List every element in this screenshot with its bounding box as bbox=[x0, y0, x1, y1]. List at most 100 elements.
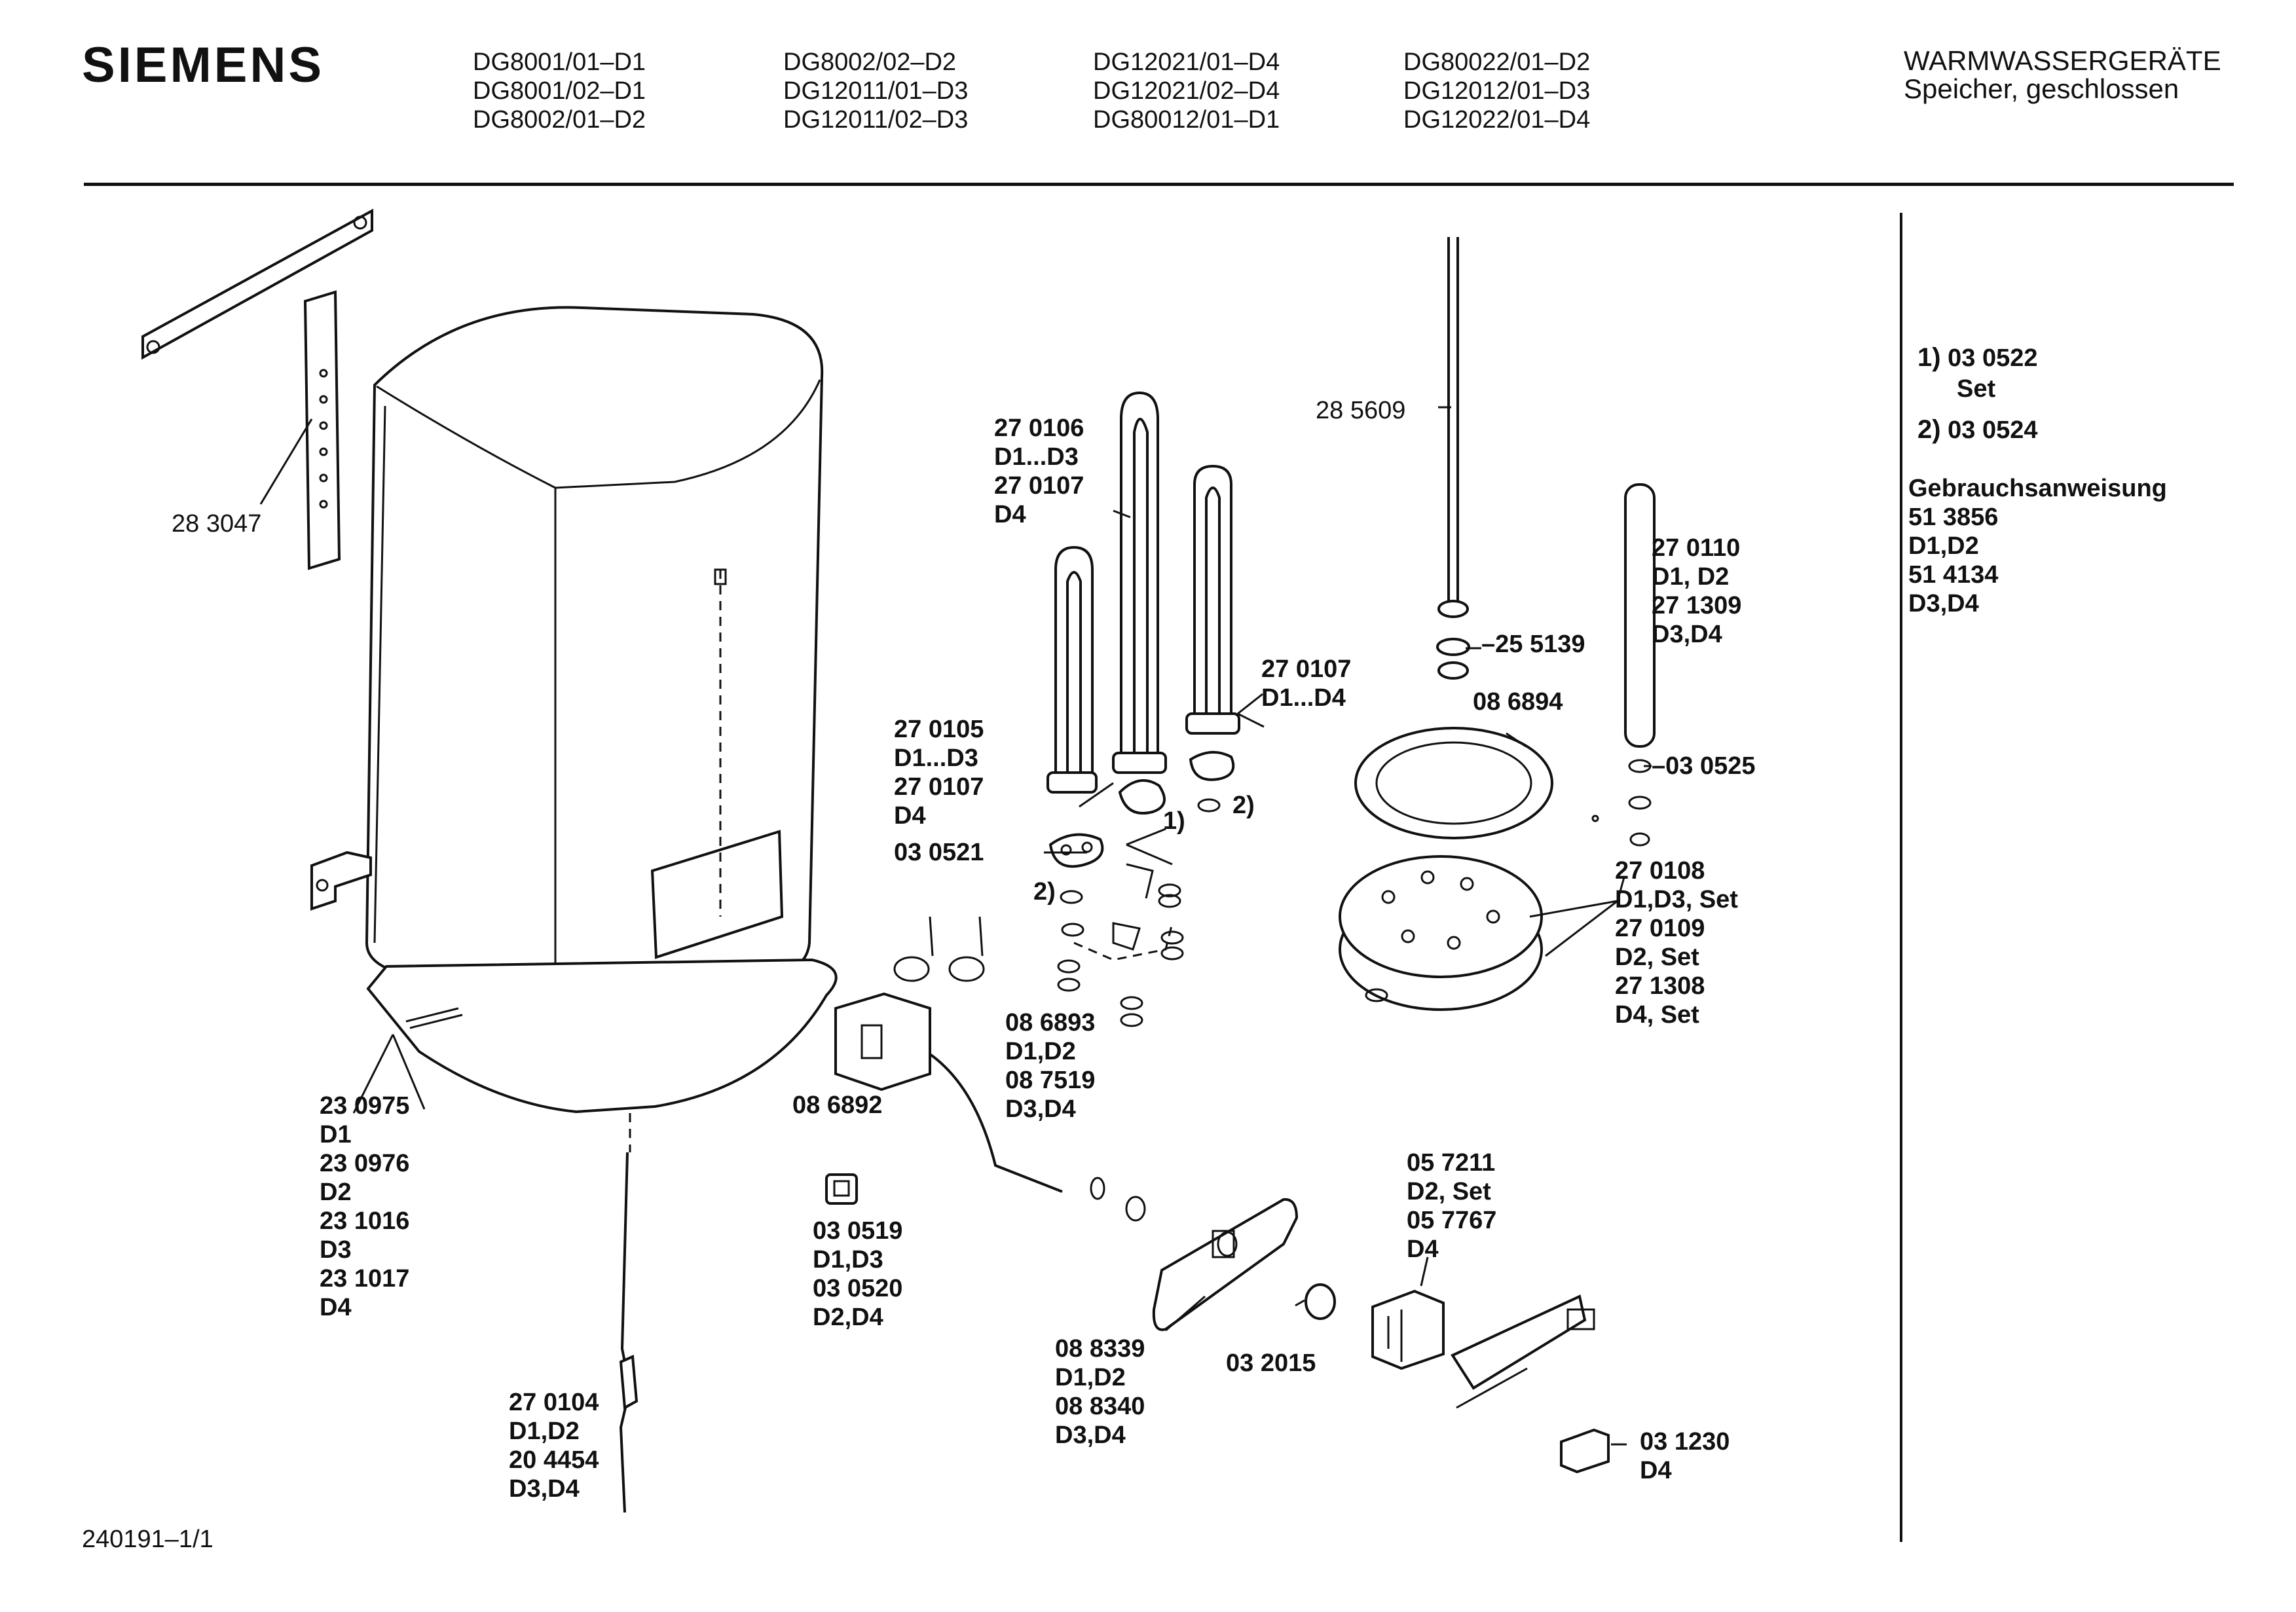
variant-code: D4 bbox=[894, 802, 926, 830]
part-number: 27 0105 bbox=[894, 716, 984, 743]
part-number: 20 4454 bbox=[509, 1446, 599, 1474]
relay-unit bbox=[1371, 1289, 1445, 1370]
part-number: 23 1017 bbox=[320, 1265, 410, 1292]
category-title: WARMWASSERGERÄTE bbox=[1904, 45, 2221, 76]
water-heater-tank bbox=[365, 306, 824, 983]
manual-variant: D3,D4 bbox=[1908, 590, 1979, 617]
manual-heading: Gebrauchsanweisung bbox=[1908, 475, 2167, 502]
terminal-board bbox=[1451, 1294, 1595, 1409]
brand-logo: SIEMENS bbox=[82, 37, 325, 93]
label-lamp: 03 0519 D1,D3 03 0520 D2,D4 bbox=[813, 1217, 902, 1332]
note-1-number: 1) bbox=[1917, 343, 1941, 372]
label-flange: 27 0108 D1,D3, Set 27 0109 D2, Set 27 13… bbox=[1615, 856, 1738, 1029]
part-number: 08 7519 bbox=[1005, 1067, 1096, 1094]
part-number: 27 0107 bbox=[994, 472, 1084, 500]
variant-code: D1,D2 bbox=[1055, 1364, 1126, 1391]
part-number: 08 8339 bbox=[1055, 1335, 1145, 1363]
indicator-lamp bbox=[825, 1173, 858, 1205]
label-marker-2: 2) bbox=[1033, 878, 1056, 906]
label-panel: 08 8339 D1,D2 08 8340 D3,D4 bbox=[1055, 1334, 1145, 1450]
part-number: 08 6893 bbox=[1005, 1009, 1096, 1036]
label-heater-b: 27 0105 D1...D3 27 0107 D4 bbox=[894, 715, 984, 830]
model-number: DG12021/02–D4 bbox=[1093, 77, 1280, 105]
part-number: 27 0108 bbox=[1615, 857, 1705, 885]
model-number: DG12011/02–D3 bbox=[783, 106, 969, 134]
model-number: DG8002/01–D2 bbox=[473, 106, 646, 134]
part-number: 27 0107 bbox=[1261, 655, 1352, 683]
label-heater-c: 27 0107 D1...D4 bbox=[1261, 655, 1351, 712]
variant-code: D4, Set bbox=[1615, 1001, 1699, 1029]
label-bracket: 28 3047 bbox=[172, 510, 262, 538]
label-knob: 03 2015 bbox=[1226, 1349, 1316, 1377]
model-number: DG80012/01–D1 bbox=[1093, 106, 1280, 134]
manual-variant: D1,D2 bbox=[1908, 532, 1979, 560]
manual-list: 51 3856 D1,D2 51 4134 D3,D4 bbox=[1908, 503, 1998, 618]
sensor-cable bbox=[929, 1053, 1146, 1222]
part-number: 03 0520 bbox=[813, 1275, 903, 1302]
label-marker-2: 2) bbox=[1232, 792, 1255, 819]
label-sensor: 08 6893 D1,D2 08 7519 D3,D4 bbox=[1005, 1008, 1095, 1124]
anode-rod bbox=[1436, 237, 1470, 680]
part-number: 03 0519 bbox=[813, 1217, 903, 1245]
label-cable: 27 0104 D1,D2 20 4454 D3,D4 bbox=[509, 1388, 599, 1503]
note-2-number: 2) bbox=[1917, 415, 1941, 444]
rocker-switch bbox=[1560, 1428, 1610, 1474]
variant-code: D1, D2 bbox=[1652, 563, 1730, 591]
note-1-sub: Set bbox=[1957, 375, 1996, 403]
variant-code: D3,D4 bbox=[1055, 1421, 1126, 1449]
model-list-col-1: DG8001/01–D1 DG8001/02–D1 DG8002/01–D2 bbox=[473, 48, 646, 134]
part-number: 27 0106 bbox=[994, 414, 1084, 442]
variant-code: D1 bbox=[320, 1121, 352, 1148]
variant-code: D4 bbox=[1407, 1236, 1439, 1263]
model-list-col-4: DG80022/01–D2 DG12012/01–D3 DG12022/01–D… bbox=[1403, 48, 1590, 134]
label-heater-a: 27 0106 D1...D3 27 0107 D4 bbox=[994, 414, 1084, 529]
part-number: 27 0104 bbox=[509, 1389, 599, 1416]
variant-code: D1,D2 bbox=[509, 1418, 580, 1445]
model-number: DG8001/01–D1 bbox=[473, 48, 646, 76]
control-knob bbox=[1295, 1283, 1336, 1320]
label-gasket: 08 6894 bbox=[1473, 688, 1563, 716]
variant-code: D1...D4 bbox=[1261, 684, 1346, 712]
model-list-col-2: DG8002/02–D2 DG12011/01–D3 DG12011/02–D3 bbox=[783, 48, 968, 134]
small-washers bbox=[1057, 798, 1221, 1027]
heating-element-a bbox=[1112, 391, 1167, 815]
note-2-part: 03 0524 bbox=[1948, 416, 2038, 444]
bottom-cover-tray bbox=[352, 958, 838, 1114]
part-number: 23 0976 bbox=[320, 1150, 410, 1177]
variant-code: D3,D4 bbox=[1652, 621, 1722, 648]
manual-part-number: 51 4134 bbox=[1908, 561, 1999, 589]
model-number: DG8002/02–D2 bbox=[783, 48, 957, 76]
part-number: 27 0109 bbox=[1615, 915, 1705, 942]
variant-code: D4 bbox=[994, 501, 1026, 528]
document-id: 240191–1/1 bbox=[82, 1526, 213, 1553]
header-divider bbox=[84, 183, 2234, 186]
part-number: 05 7767 bbox=[1407, 1207, 1497, 1234]
label-thermostat: 08 6892 bbox=[792, 1091, 883, 1119]
variant-code: D2, Set bbox=[1615, 943, 1699, 971]
leader-lines bbox=[1044, 509, 1652, 1446]
label-anode-rod: 28 5609 bbox=[1316, 397, 1406, 424]
seal-plate bbox=[1048, 833, 1104, 868]
part-number: 27 1308 bbox=[1615, 972, 1705, 1000]
model-number: DG12011/01–D3 bbox=[783, 77, 969, 105]
variant-code: D1,D3, Set bbox=[1615, 886, 1738, 913]
gasket-ring bbox=[1354, 727, 1553, 839]
cable-assembly bbox=[619, 1152, 639, 1513]
model-list-col-3: DG12021/01–D4 DG12021/02–D4 DG80012/01–D… bbox=[1093, 48, 1280, 134]
part-number: 27 0110 bbox=[1652, 534, 1741, 562]
variant-code: D1...D3 bbox=[894, 744, 978, 772]
label-anode-b: 27 0110 D1, D2 27 1309 D3,D4 bbox=[1652, 534, 1741, 649]
side-mount-tab bbox=[310, 851, 372, 911]
variant-code: D2, Set bbox=[1407, 1178, 1491, 1205]
variant-code: D3,D4 bbox=[1005, 1095, 1076, 1123]
control-panel bbox=[1152, 1198, 1299, 1331]
model-number: DG12021/01–D4 bbox=[1093, 48, 1280, 76]
label-switch-variant: D4 bbox=[1640, 1457, 1672, 1484]
model-number: DG8001/02–D1 bbox=[473, 77, 646, 105]
wall-bracket-strip bbox=[141, 208, 373, 360]
variant-code: D1...D3 bbox=[994, 443, 1079, 471]
variant-code: D1,D2 bbox=[1005, 1038, 1076, 1065]
anode-rod-b bbox=[1624, 483, 1656, 847]
heating-element-c bbox=[1185, 464, 1240, 781]
